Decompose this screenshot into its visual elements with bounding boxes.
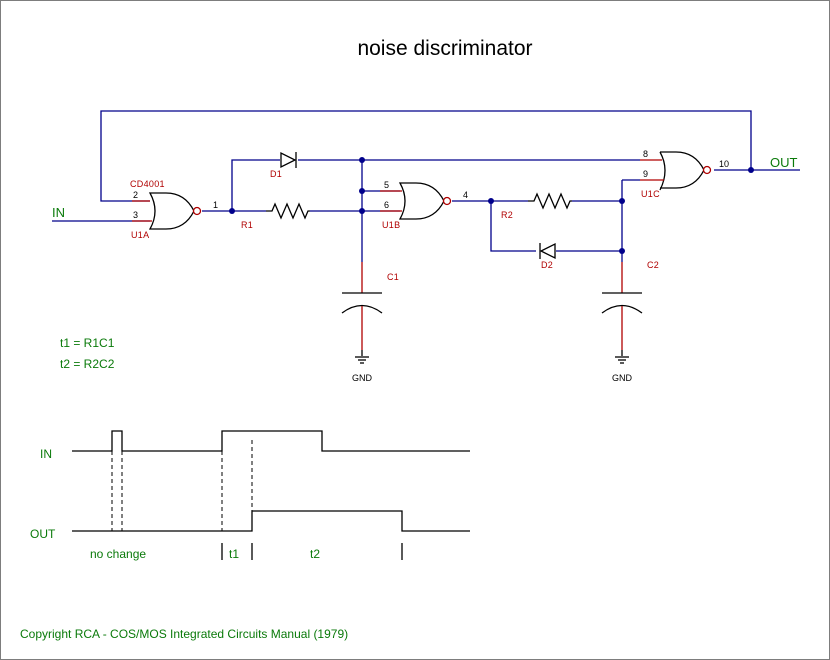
out-waveform xyxy=(72,510,470,532)
pin-4-label: 4 xyxy=(463,190,468,200)
gate-u1b xyxy=(398,182,452,220)
pin-9-label: 9 xyxy=(643,169,648,179)
resistor-r2 xyxy=(528,192,572,210)
t1-interval-label: t1 xyxy=(229,547,239,561)
gate-u1c xyxy=(659,151,712,191)
u1c-label: U1C xyxy=(641,189,660,199)
junction-dot xyxy=(619,248,625,254)
c1-label: C1 xyxy=(387,272,399,282)
ground-symbol-1 xyxy=(355,350,369,364)
junction-dot xyxy=(488,198,494,204)
capacitor-c1 xyxy=(341,262,383,350)
in-waveform xyxy=(72,430,470,452)
ground-symbol-2 xyxy=(615,350,629,364)
timing-out-label: OUT xyxy=(30,527,56,541)
copyright-footer: Copyright RCA - COS/MOS Integrated Circu… xyxy=(20,627,348,641)
u1a-label: U1A xyxy=(131,230,149,240)
equation-t1: t1 = R1C1 xyxy=(60,336,115,350)
d1-anode-wire xyxy=(231,159,280,211)
pin-1-label: 1 xyxy=(213,200,218,210)
junction-dot xyxy=(229,208,235,214)
t2-interval-label: t2 xyxy=(310,547,320,561)
timing-diagram: IN OUT no change t1 t2 xyxy=(30,430,470,561)
pin-10-label: 10 xyxy=(719,159,729,169)
gnd-label-2: GND xyxy=(612,373,633,383)
diode-d1 xyxy=(280,151,297,169)
d1-label: D1 xyxy=(270,169,282,179)
pin-3-label: 3 xyxy=(133,210,138,220)
timing-in-label: IN xyxy=(40,447,52,461)
junction-dot xyxy=(359,157,365,163)
pin-8-label: 8 xyxy=(643,149,648,159)
pin-6-label: 6 xyxy=(384,200,389,210)
gnd-label-1: GND xyxy=(352,373,373,383)
junctions xyxy=(229,157,754,254)
gate-u1a xyxy=(148,192,202,230)
junction-dot xyxy=(359,188,365,194)
no-change-label: no change xyxy=(90,547,146,561)
gate-pin-stubs xyxy=(132,159,664,222)
diode-d2 xyxy=(539,242,556,260)
capacitor-c2 xyxy=(601,262,643,350)
feedback-wire xyxy=(100,110,752,202)
in-label: IN xyxy=(52,205,65,220)
junction-dot xyxy=(619,198,625,204)
junction-dot xyxy=(359,208,365,214)
out-label: OUT xyxy=(770,155,798,170)
r1-label: R1 xyxy=(241,220,253,230)
u1a-part-label: CD4001 xyxy=(130,179,165,189)
c2-label: C2 xyxy=(647,260,659,270)
equation-t2: t2 = R2C2 xyxy=(60,357,115,371)
page-title: noise discriminator xyxy=(357,37,532,60)
u1b-label: U1B xyxy=(382,220,400,230)
pin-5-label: 5 xyxy=(384,180,389,190)
junction-dot xyxy=(748,167,754,173)
d2-left-wire xyxy=(490,201,536,252)
d2-label: D2 xyxy=(541,260,553,270)
r2-label: R2 xyxy=(501,210,513,220)
pin-2-label: 2 xyxy=(133,190,138,200)
resistor-r1 xyxy=(266,202,310,220)
